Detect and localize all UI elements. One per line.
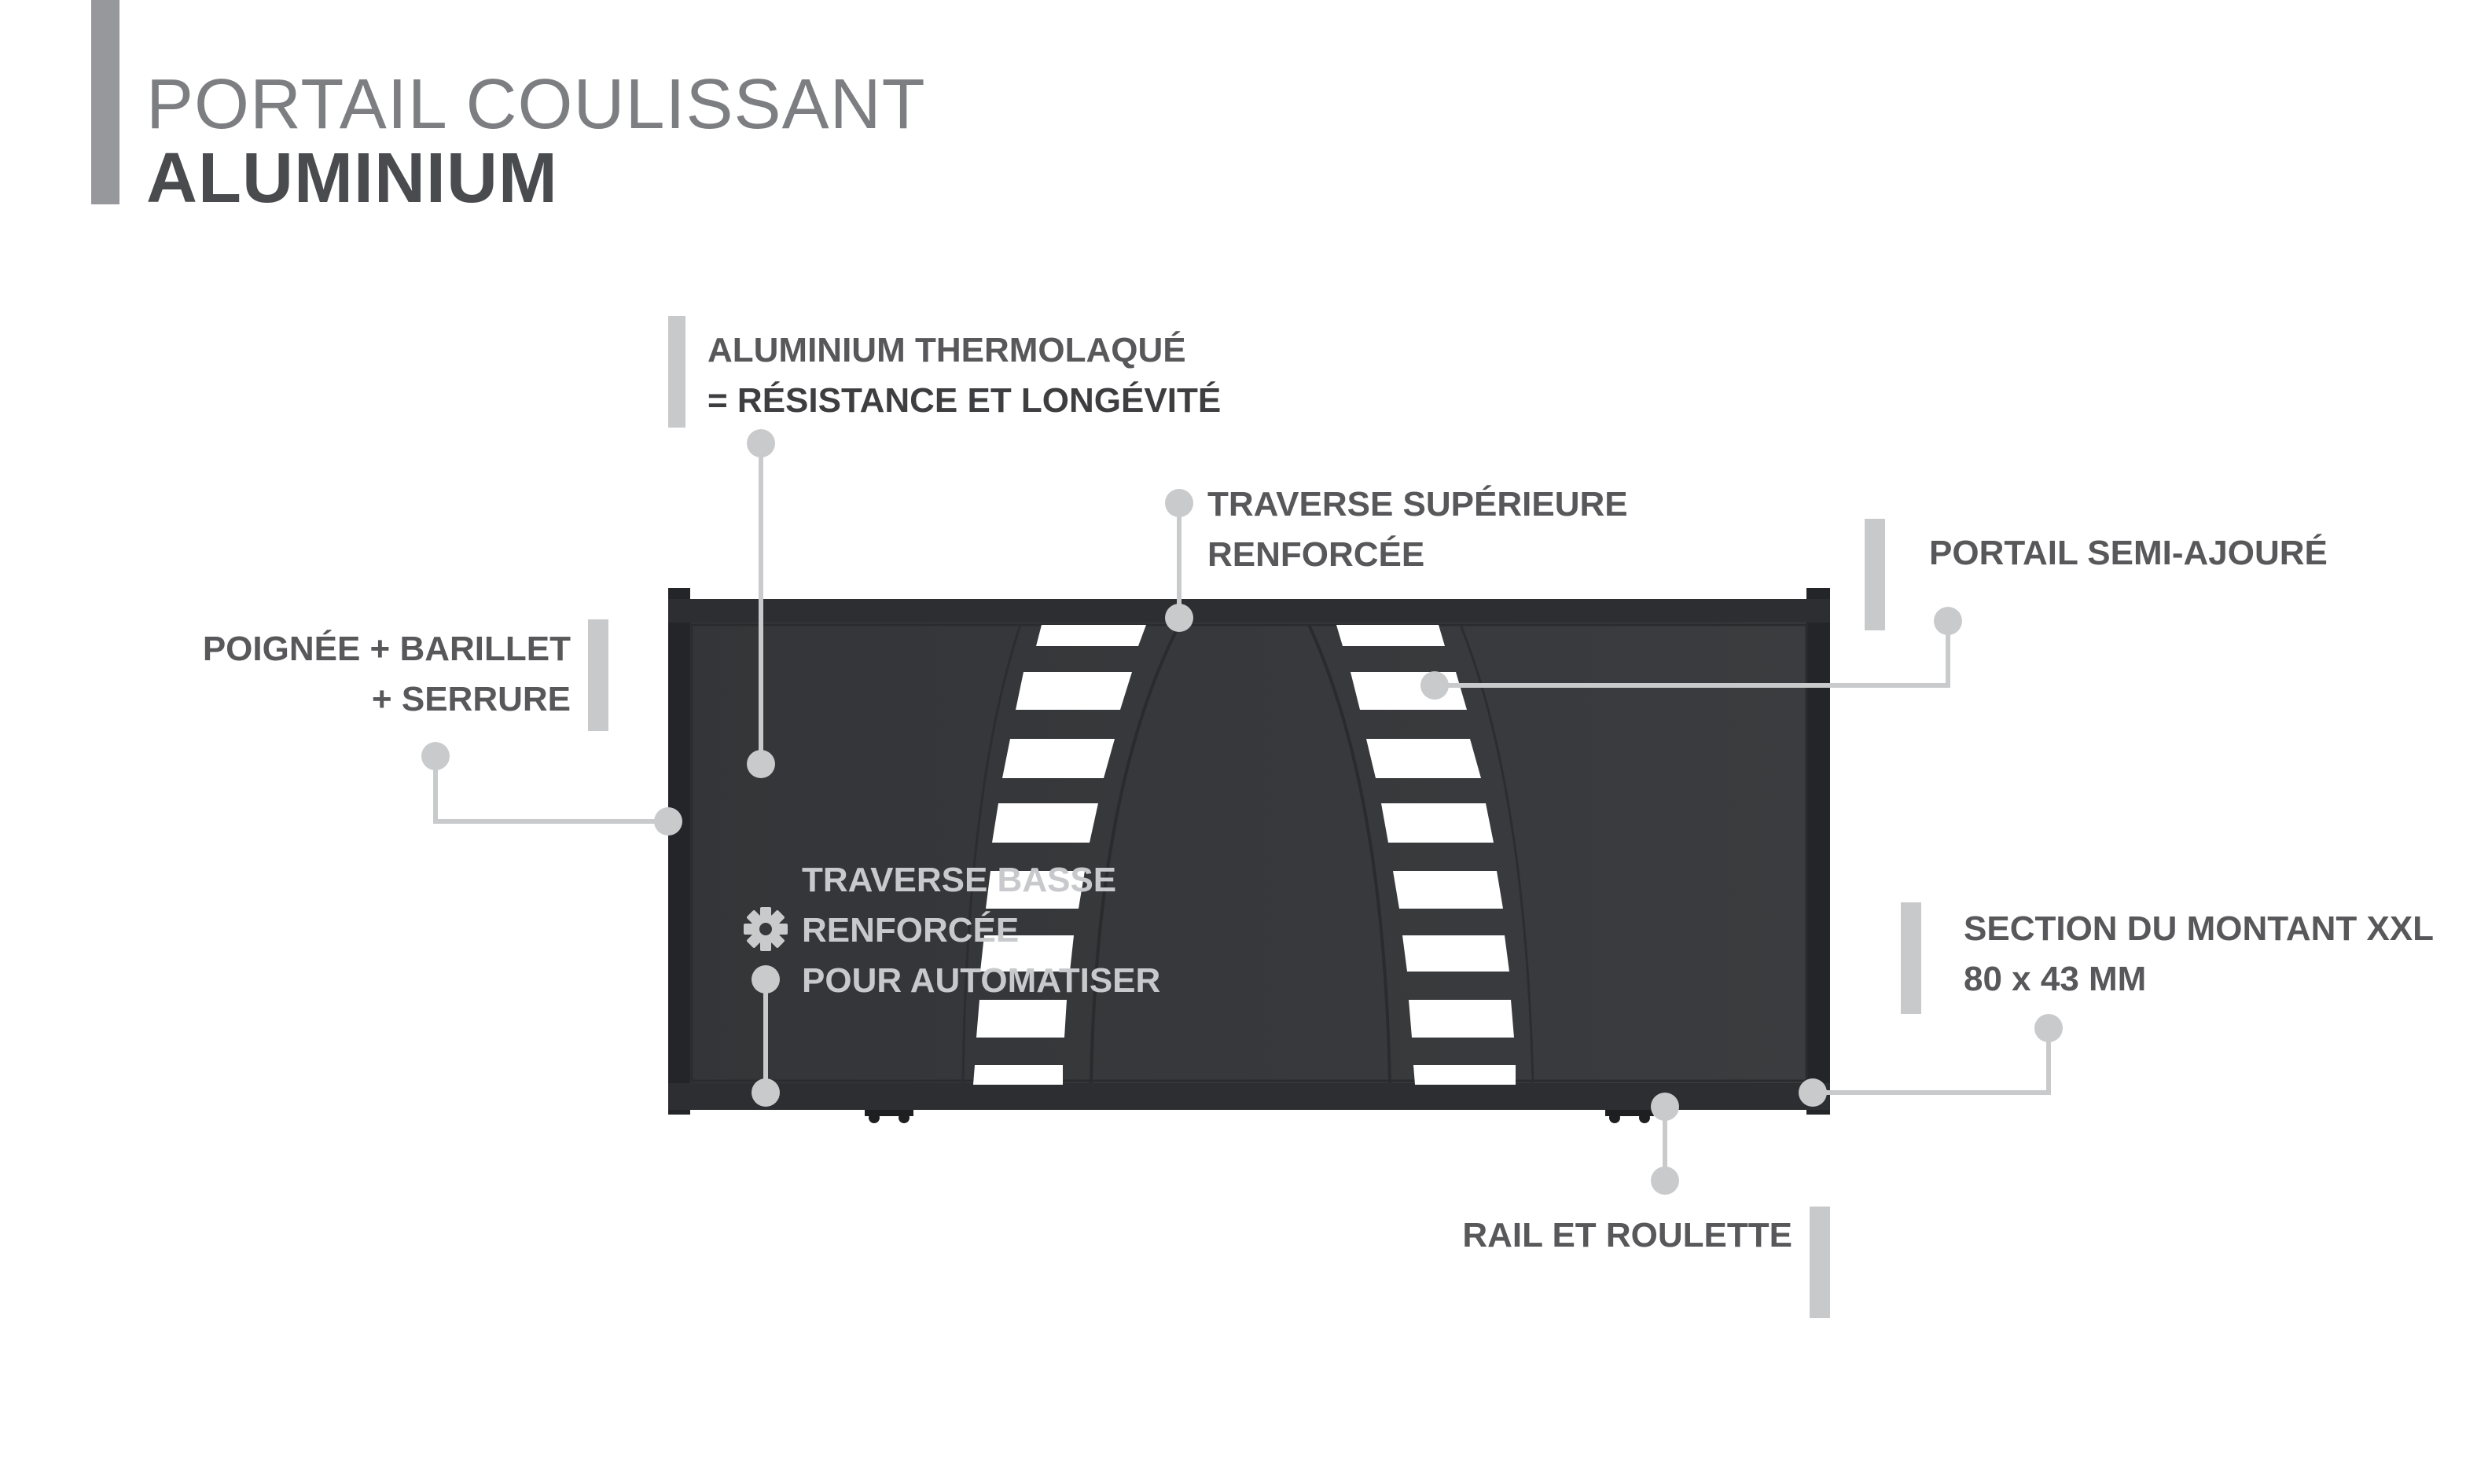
- gate-right-post: [1806, 588, 1830, 1115]
- leader-lines: [433, 443, 2051, 1181]
- leader-semi-ajoure: [1435, 621, 1950, 688]
- dot: [752, 965, 780, 994]
- label-section-line1: SECTION DU MONTANT XXL: [1964, 909, 2434, 948]
- label-section-line2: 80 x 43 MM: [1964, 960, 2146, 998]
- slat: [973, 1065, 1063, 1085]
- accent-bar-section: [1901, 902, 1921, 1014]
- bottom-rail: [668, 1083, 1830, 1110]
- page-title-line1: PORTAIL COULISSANT: [146, 65, 926, 144]
- accent-bars: [588, 316, 1921, 1318]
- leader-section: [1813, 1028, 2051, 1095]
- label-traverse-basse-line1: TRAVERSE BASSE: [802, 861, 1116, 899]
- slat: [980, 935, 1074, 972]
- label-poignee-line1: POIGNÉE + BARILLET: [203, 629, 571, 668]
- dot: [421, 742, 450, 770]
- gate-body: [668, 599, 1830, 1110]
- accent-bar-semi-ajoure: [1865, 519, 1885, 630]
- slat: [1402, 935, 1509, 972]
- label-aluminium-line1: ALUMINIUM THERMOLAQUÉ: [707, 330, 1186, 369]
- dot: [1799, 1078, 1827, 1107]
- top-rail: [668, 599, 1830, 623]
- slat: [1336, 625, 1445, 646]
- label-traverse-sup-line2: RENFORCÉE: [1207, 534, 1424, 574]
- slat: [1413, 1065, 1516, 1085]
- page-title-line2: ALUMINIUM: [146, 139, 558, 218]
- slat: [1381, 803, 1494, 843]
- outer-arch-right: [1459, 624, 1534, 1084]
- dot: [1165, 489, 1193, 517]
- inner-frame: [690, 623, 1808, 1082]
- dot: [654, 807, 682, 836]
- openwork-slats-right: [1336, 625, 1516, 1085]
- dot: [747, 429, 775, 457]
- dot: [1934, 607, 1962, 635]
- slat: [976, 1000, 1067, 1038]
- dot: [2034, 1014, 2063, 1042]
- label-rail: RAIL ET ROULETTE: [1462, 1216, 1792, 1254]
- accent-bar-aluminium: [668, 316, 685, 428]
- dot: [752, 1078, 780, 1107]
- outer-arch-left: [961, 624, 1022, 1084]
- gear-icon: [744, 907, 788, 951]
- slat: [986, 871, 1085, 909]
- roller-left: [865, 1110, 913, 1123]
- title-accent-bar: [91, 0, 119, 204]
- slat: [1409, 1000, 1514, 1038]
- leader-poignee: [433, 756, 668, 824]
- central-arch-right: [1307, 624, 1391, 1084]
- dot: [1651, 1093, 1679, 1121]
- leader-dots: [421, 429, 2063, 1195]
- slat: [1036, 625, 1146, 646]
- slat: [1016, 672, 1132, 710]
- dot: [1165, 604, 1193, 632]
- dot: [1651, 1166, 1679, 1195]
- gate: [668, 588, 1830, 1123]
- slat: [1002, 739, 1115, 778]
- slat: [1366, 739, 1481, 778]
- label-traverse-basse-line2: RENFORCÉE: [802, 910, 1019, 950]
- slat: [1393, 871, 1503, 909]
- slat: [1351, 672, 1467, 710]
- accent-bar-poignee: [588, 619, 608, 731]
- slat: [992, 803, 1098, 843]
- label-poignee-line2: + SERRURE: [372, 680, 571, 718]
- label-semi-ajoure: PORTAIL SEMI-AJOURÉ: [1929, 533, 2328, 572]
- gate-left-post: [668, 588, 690, 1115]
- dot: [1420, 671, 1449, 700]
- openwork-slats-left: [973, 625, 1146, 1085]
- dot: [747, 750, 775, 778]
- label-traverse-basse-line3: POUR AUTOMATISER: [802, 961, 1160, 1000]
- central-arch-left: [1090, 624, 1181, 1084]
- label-aluminium-line2: = RÉSISTANCE ET LONGÉVITÉ: [707, 380, 1221, 420]
- roller-right: [1605, 1110, 1654, 1123]
- accent-bar-rail: [1810, 1207, 1830, 1318]
- label-traverse-sup-line1: TRAVERSE SUPÉRIEURE: [1207, 484, 1628, 523]
